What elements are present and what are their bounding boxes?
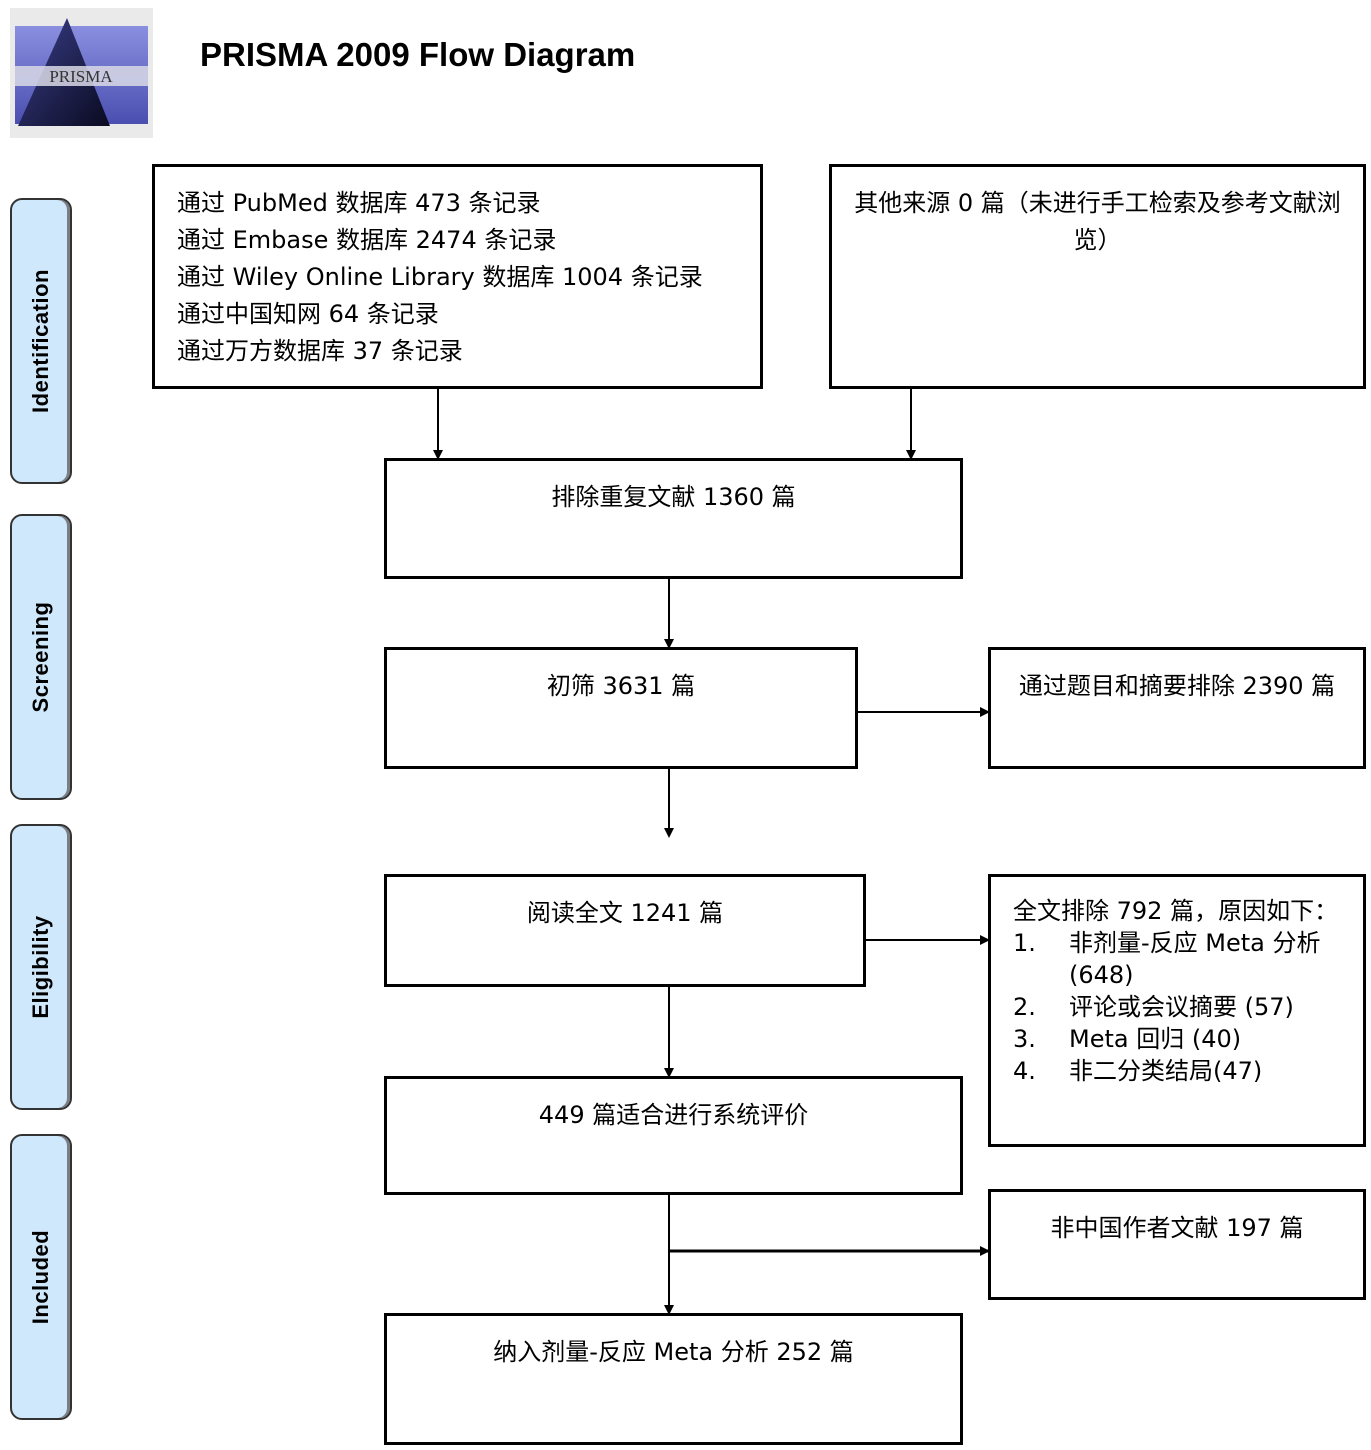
box-screened: 初筛 3631 篇 — [384, 647, 858, 769]
record-line: 通过 Wiley Online Library 数据库 1004 条记录 — [177, 263, 703, 291]
box-duplicates-removed: 排除重复文献 1360 篇 — [384, 458, 963, 579]
exclusion-heading: 全文排除 792 篇，原因如下： — [1013, 897, 1339, 925]
box-database-records: 通过 PubMed 数据库 473 条记录 通过 Embase 数据库 2474… — [152, 164, 763, 389]
svg-text:PRISMA: PRISMA — [49, 67, 113, 86]
stage-identification: Identification — [10, 198, 72, 484]
record-line: 通过 PubMed 数据库 473 条记录 — [177, 189, 541, 217]
record-line: 通过万方数据库 37 条记录 — [177, 337, 463, 365]
exclusion-reason: 1.非剂量-反应 Meta 分析 (648) — [1013, 929, 1321, 989]
exclusion-reason: 2.评论或会议摘要 (57) — [1013, 993, 1294, 1021]
page-title: PRISMA 2009 Flow Diagram — [200, 36, 636, 73]
exclusion-reasons-list: 1.非剂量-反应 Meta 分析 (648) 2.评论或会议摘要 (57) 3.… — [1013, 927, 1349, 1087]
box-full-text-excluded: 全文排除 792 篇，原因如下： 1.非剂量-反应 Meta 分析 (648) … — [988, 874, 1366, 1147]
exclusion-reason: 4.非二分类结局(47) — [1013, 1057, 1263, 1085]
box-other-sources: 其他来源 0 篇（未进行手工检索及参考文献浏览） — [829, 164, 1366, 389]
box-full-text: 阅读全文 1241 篇 — [384, 874, 866, 987]
exclusion-reason: 3.Meta 回归 (40) — [1013, 1025, 1242, 1053]
box-included: 纳入剂量-反应 Meta 分析 252 篇 — [384, 1313, 963, 1445]
box-excluded-title-abstract: 通过题目和摘要排除 2390 篇 — [988, 647, 1366, 769]
record-line: 通过中国知网 64 条记录 — [177, 300, 439, 328]
box-systematic-review: 449 篇适合进行系统评价 — [384, 1076, 963, 1195]
box-non-chinese-excluded: 非中国作者文献 197 篇 — [988, 1189, 1366, 1300]
prisma-logo-icon: PRISMA — [15, 18, 148, 126]
stage-eligibility: Eligibility — [10, 824, 72, 1110]
stage-screening: Screening — [10, 514, 72, 800]
prisma-logo: PRISMA — [10, 8, 153, 138]
stage-included: Included — [10, 1134, 72, 1420]
record-line: 通过 Embase 数据库 2474 条记录 — [177, 226, 557, 254]
